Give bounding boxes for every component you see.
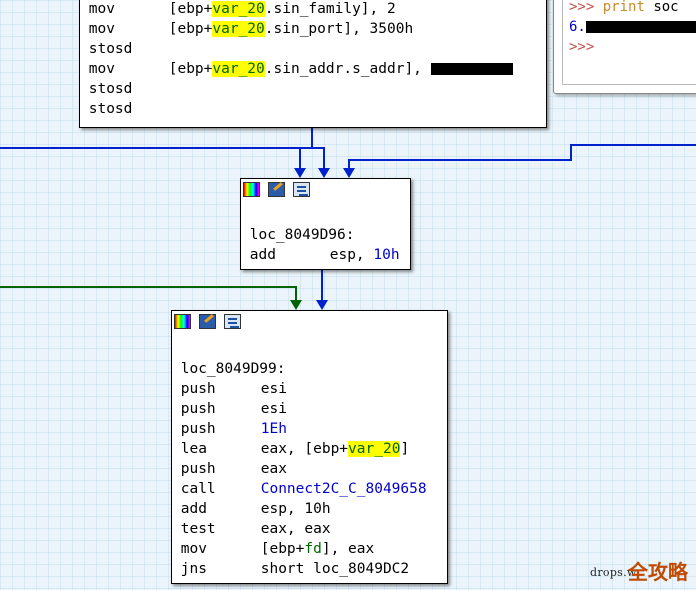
call-target-link[interactable]: Connect2C_C_8049658 (260, 481, 427, 497)
rename-icon[interactable] (199, 314, 216, 329)
arrowhead-3 (343, 168, 355, 178)
edge-right-to-mid (348, 144, 696, 172)
instr-line: mov[ebp+var_20.sin_port], 3500h (88, 21, 414, 37)
arrowhead-1 (294, 168, 306, 178)
console-line: >>> (569, 39, 595, 55)
color-picker-icon[interactable] (243, 182, 260, 197)
edge-top-to-mid (299, 128, 313, 172)
instr-line: mov[ebp+var_20.sin_family], 2 (88, 1, 396, 17)
rename-icon[interactable] (268, 182, 285, 197)
graph-view-icon[interactable] (293, 182, 310, 197)
python-console[interactable]: >>> print soc 6. >>> (553, 0, 696, 94)
edge-left-to-mid (0, 147, 325, 172)
edge-green-to-bottom (0, 286, 297, 304)
graph-view-icon[interactable] (224, 314, 241, 329)
redacted-value (430, 63, 513, 75)
watermark-text: drops.w (590, 566, 637, 579)
instr-line: stosd (88, 101, 133, 117)
block-titlebar (241, 179, 410, 201)
site-logo: 全攻略 (628, 560, 688, 584)
block-label: loc_8049D99: (180, 361, 286, 377)
jump-target-link[interactable]: short loc_8049DC2 (260, 561, 410, 577)
arrowhead-5 (290, 300, 302, 310)
code-block-top[interactable]: mov[ebp+var_20.sin_family], 2 mov[ebp+va… (79, 0, 547, 128)
block-label: loc_8049D96: (249, 227, 355, 243)
instr-line: mov[ebp+var_20.sin_addr.s_addr], (80, 59, 546, 79)
color-picker-icon[interactable] (174, 314, 191, 329)
instr-line: mov[ebp+fd], eax (180, 541, 375, 557)
console-output: 6. (569, 17, 696, 37)
instr-line: stosd (88, 41, 133, 57)
arrowhead-4 (316, 300, 328, 310)
instr-line: stosd (88, 81, 133, 97)
arrowhead-2 (318, 168, 330, 178)
console-line: >>> print soc (569, 0, 679, 15)
redacted-value (585, 21, 696, 33)
block-titlebar (172, 311, 447, 333)
